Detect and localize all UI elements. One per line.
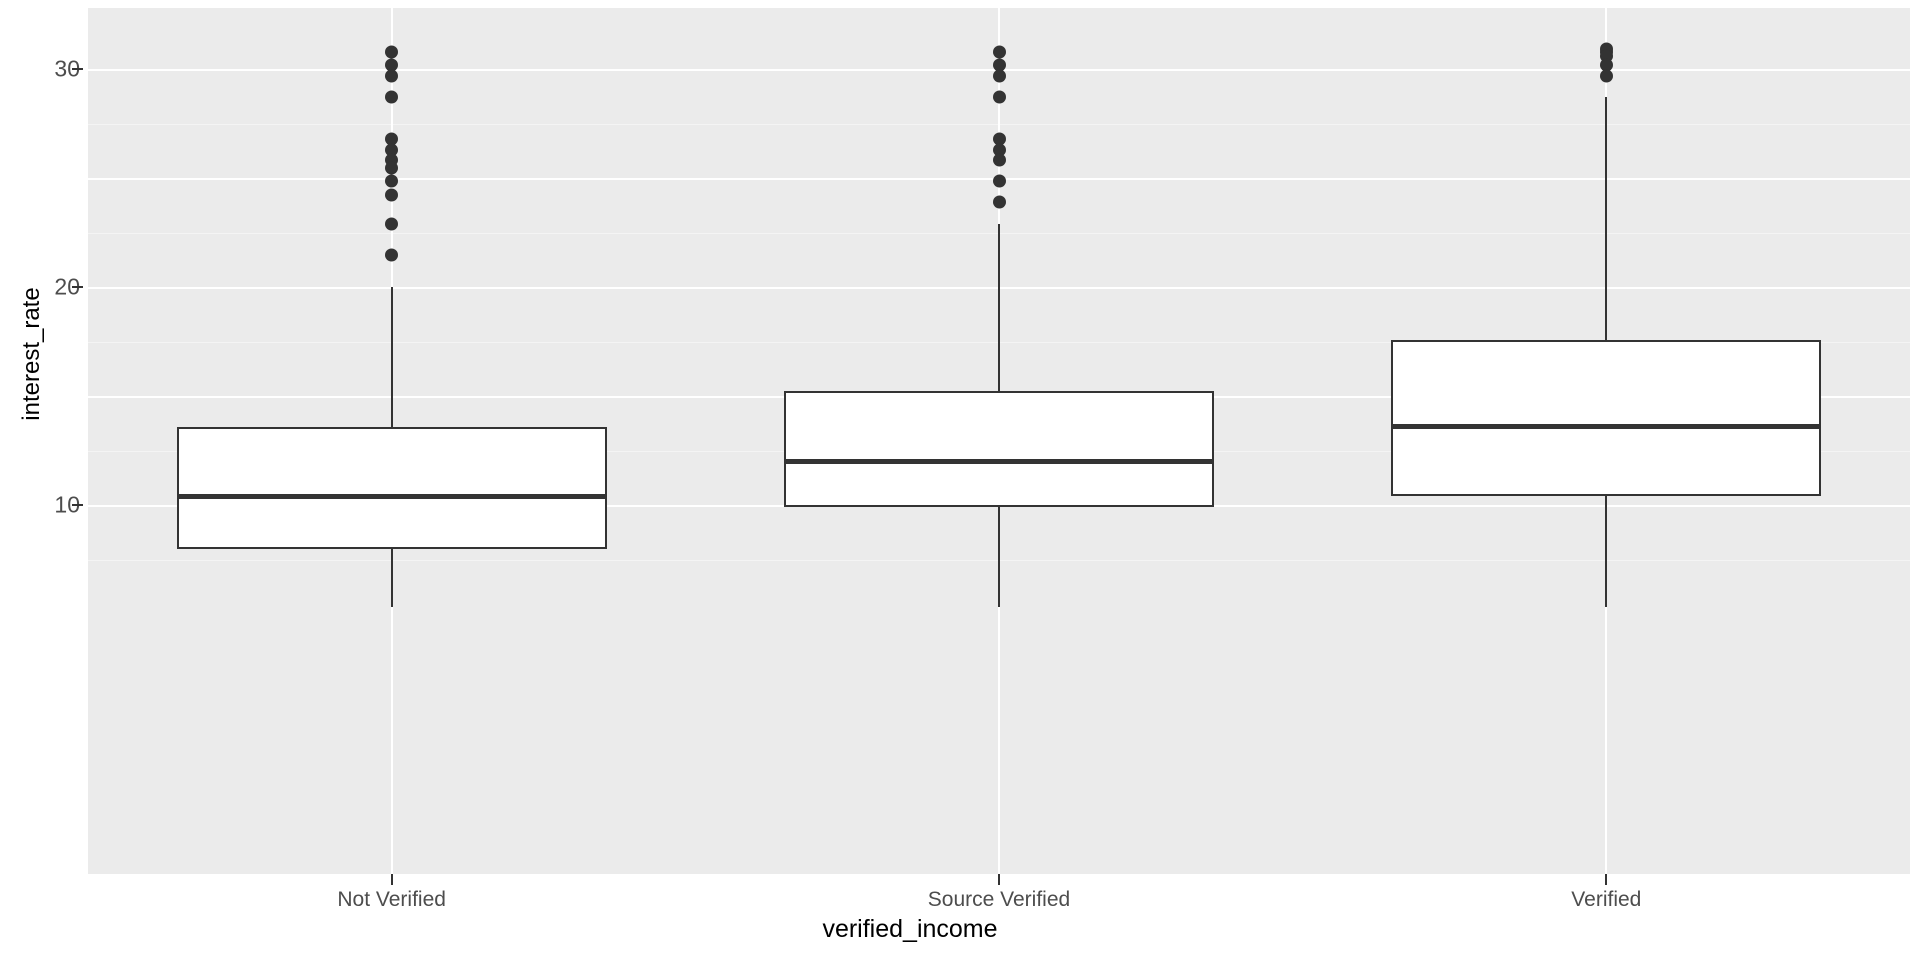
outlier-point <box>992 58 1006 72</box>
outlier-point <box>385 248 399 262</box>
whisker-lower <box>390 549 393 608</box>
outlier-point <box>992 195 1006 209</box>
outlier-point <box>992 69 1006 83</box>
y-axis-tick-label: 30 <box>54 55 80 82</box>
box-iqr <box>784 391 1214 507</box>
outlier-point <box>385 217 399 231</box>
outlier-point <box>992 132 1006 146</box>
x-axis-title: verified_income <box>0 915 1920 944</box>
box-iqr <box>176 426 607 550</box>
whisker-lower <box>1605 495 1608 608</box>
outlier-point <box>385 69 399 83</box>
outlier-point <box>385 58 399 72</box>
plot-panel <box>88 8 1910 874</box>
outlier-point <box>385 143 399 157</box>
median-line <box>176 493 607 499</box>
x-axis-tick-mark <box>390 874 393 885</box>
y-axis-title: interest_rate <box>18 287 45 421</box>
y-axis-tick-mark <box>72 286 83 288</box>
outlier-point <box>992 174 1006 188</box>
x-axis-tick-label: Not Verified <box>337 888 446 911</box>
outlier-point <box>992 143 1006 157</box>
outlier-point <box>385 45 399 59</box>
outlier-point <box>385 174 399 188</box>
boxplot-group <box>176 8 607 874</box>
y-axis-tick-mark <box>72 68 83 70</box>
outlier-point <box>992 153 1006 167</box>
outlier-point <box>992 90 1006 104</box>
x-axis-tick-label: Source Verified <box>927 888 1071 911</box>
boxplot-group <box>784 8 1214 874</box>
x-axis-title-text: verified_income <box>822 915 998 943</box>
outlier-point <box>992 45 1006 59</box>
x-axis-tick-mark <box>998 874 1000 885</box>
whisker-upper <box>1605 96 1608 340</box>
y-axis-tick-mark <box>72 504 83 506</box>
median-line <box>784 459 1214 465</box>
boxplot-group <box>1391 8 1822 874</box>
x-axis-tick-mark <box>1605 874 1608 885</box>
box-iqr <box>1391 339 1822 496</box>
median-line <box>1391 424 1822 430</box>
outlier-point <box>385 132 399 146</box>
outlier-point <box>385 188 399 202</box>
outlier-point <box>1599 58 1613 72</box>
y-axis-tick-label: 10 <box>54 491 80 518</box>
whisker-upper <box>998 223 1000 392</box>
whisker-upper <box>390 287 393 427</box>
x-axis-tick-label: Verified <box>1571 888 1642 911</box>
whisker-lower <box>998 506 1000 608</box>
outlier-point <box>1599 69 1613 83</box>
outlier-point <box>385 90 399 104</box>
y-axis-tick-label: 20 <box>54 273 80 300</box>
outlier-point <box>385 161 399 175</box>
